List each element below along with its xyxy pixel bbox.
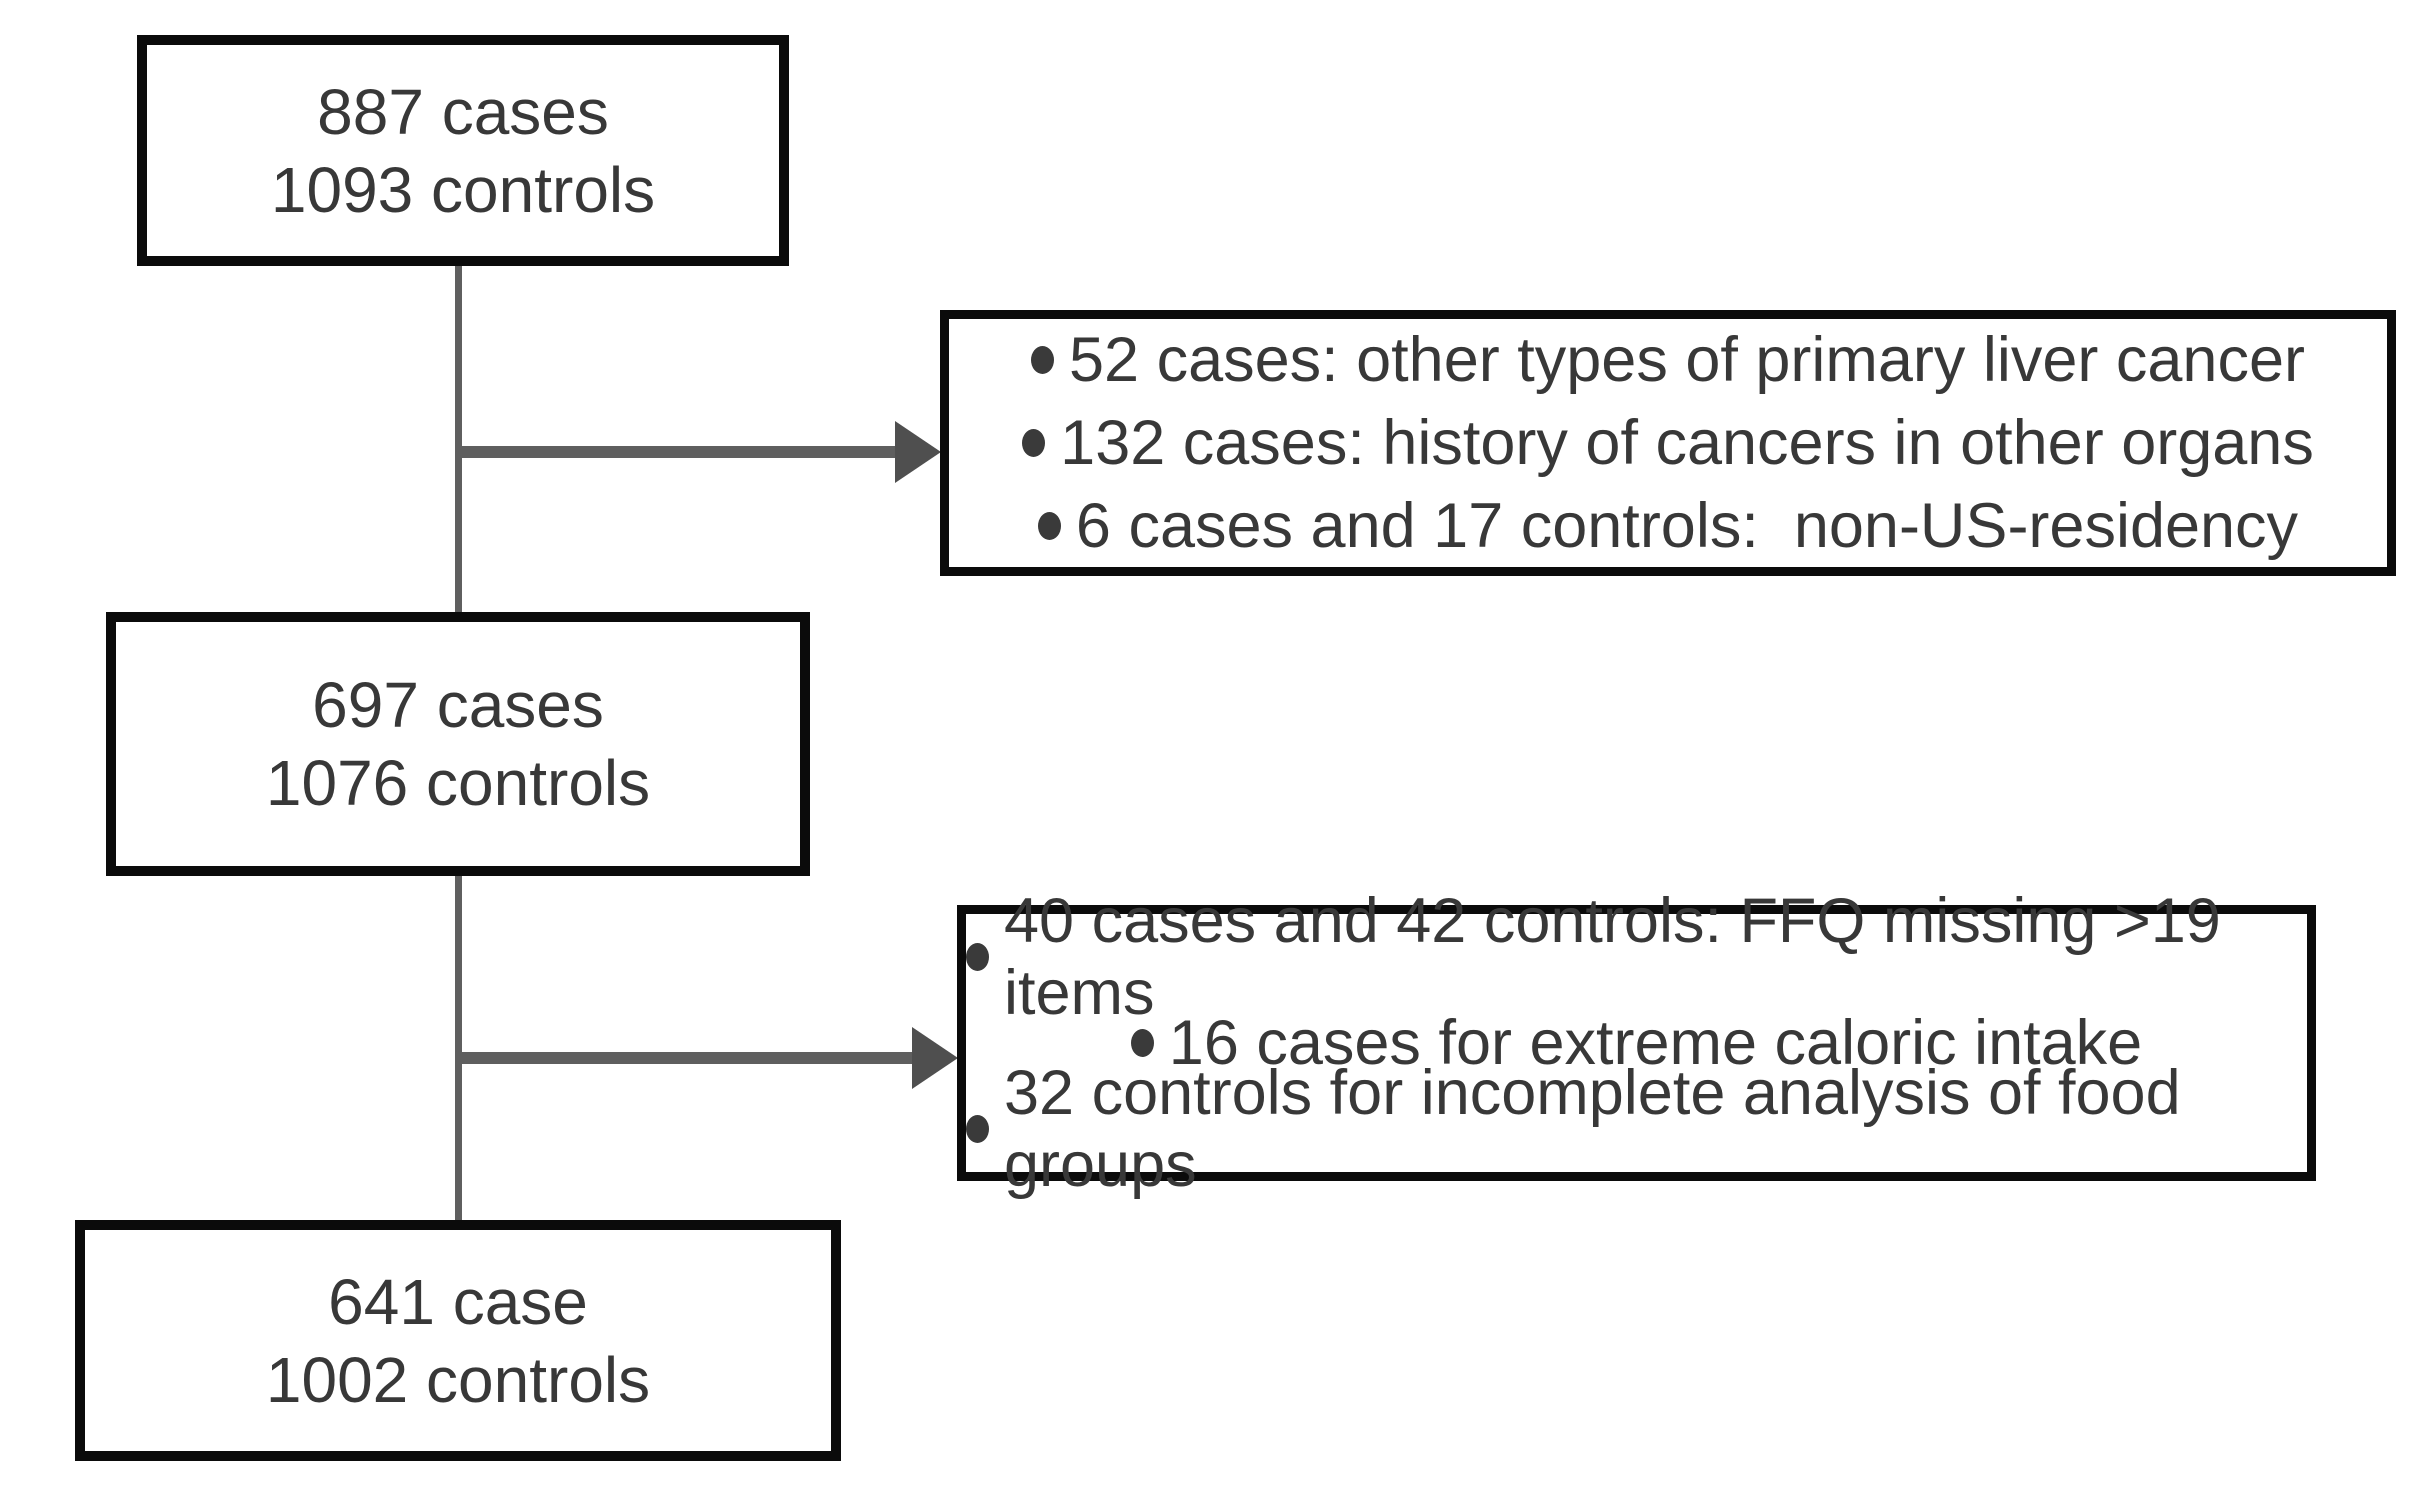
exclusion-item-text: 6 cases and 17 controls: non-US-residenc… — [1075, 490, 2299, 561]
cohort-controls-count: 1093 controls — [270, 153, 656, 226]
arrow-shaft-exclusion-1 — [458, 446, 900, 458]
exclusion-item-text: 16 cases for extreme caloric intake — [1168, 1008, 2143, 1078]
cohort-cases-count: 697 cases — [312, 669, 604, 741]
connector-line-box2-box3 — [455, 870, 462, 1225]
cohort-controls-count: 1076 controls — [265, 747, 651, 819]
exclusion-item: 16 cases for extreme caloric intake — [1130, 1000, 2143, 1086]
bullet-icon — [966, 943, 989, 971]
arrow-head-icon — [912, 1027, 958, 1089]
exclusion-box-2: 40 cases and 42 controls: FFQ missing >1… — [957, 886, 2316, 1200]
exclusion-item-text: 40 cases and 42 controls: FFQ missing >1… — [1004, 886, 2239, 1028]
exclusion-item-text: 32 controls for incomplete analysis of f… — [1004, 1058, 2199, 1200]
exclusion-box-1: 52 cases: other types of primary liver c… — [940, 310, 2396, 576]
cohort-box-final: 641 case 1002 controls — [75, 1220, 841, 1461]
connector-line-box1-box2 — [455, 260, 462, 617]
exclusion-item-text: 52 cases: other types of primary liver c… — [1068, 325, 2305, 396]
exclusion-item-text: 132 cases: history of cancers in other o… — [1060, 408, 2314, 478]
cohort-cases-count: 641 case — [328, 1265, 588, 1338]
bullet-icon — [966, 1115, 989, 1143]
exclusion-item: 40 cases and 42 controls: FFQ missing >1… — [966, 886, 2307, 1028]
bullet-icon — [1022, 429, 1046, 457]
cohort-controls-count: 1002 controls — [265, 1343, 651, 1416]
cohort-box-after-first-exclusion: 697 cases 1076 controls — [106, 612, 810, 876]
exclusion-item: 52 cases: other types of primary liver c… — [1030, 319, 2305, 402]
bullet-icon — [1037, 511, 1061, 540]
arrow-head-icon — [895, 421, 941, 483]
arrow-shaft-exclusion-2 — [458, 1052, 917, 1064]
exclusion-item: 6 cases and 17 controls: non-US-residenc… — [1037, 484, 2299, 567]
bullet-icon — [1130, 1029, 1154, 1057]
bullet-icon — [1030, 346, 1054, 375]
exclusion-item: 132 cases: history of cancers in other o… — [1022, 402, 2314, 485]
exclusion-item: 32 controls for incomplete analysis of f… — [966, 1058, 2307, 1200]
cohort-cases-count: 887 cases — [317, 75, 609, 148]
cohort-box-initial: 887 cases 1093 controls — [137, 35, 789, 266]
